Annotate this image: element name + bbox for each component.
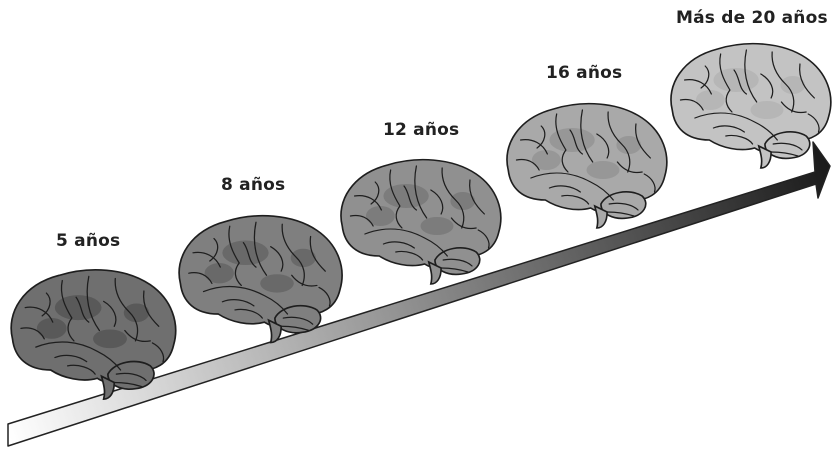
brain-age-8 [179,216,342,343]
brain-age-12 [341,160,501,284]
brain-age-16 [507,104,667,228]
age-label-12: 12 años [383,120,459,140]
age-label-20plus: Más de 20 años [676,8,828,28]
brain-age-5 [11,270,175,399]
age-label-8: 8 años [221,175,285,195]
age-label-5: 5 años [56,231,120,251]
age-label-16: 16 años [546,63,622,83]
brain-age-20plus [671,44,831,168]
